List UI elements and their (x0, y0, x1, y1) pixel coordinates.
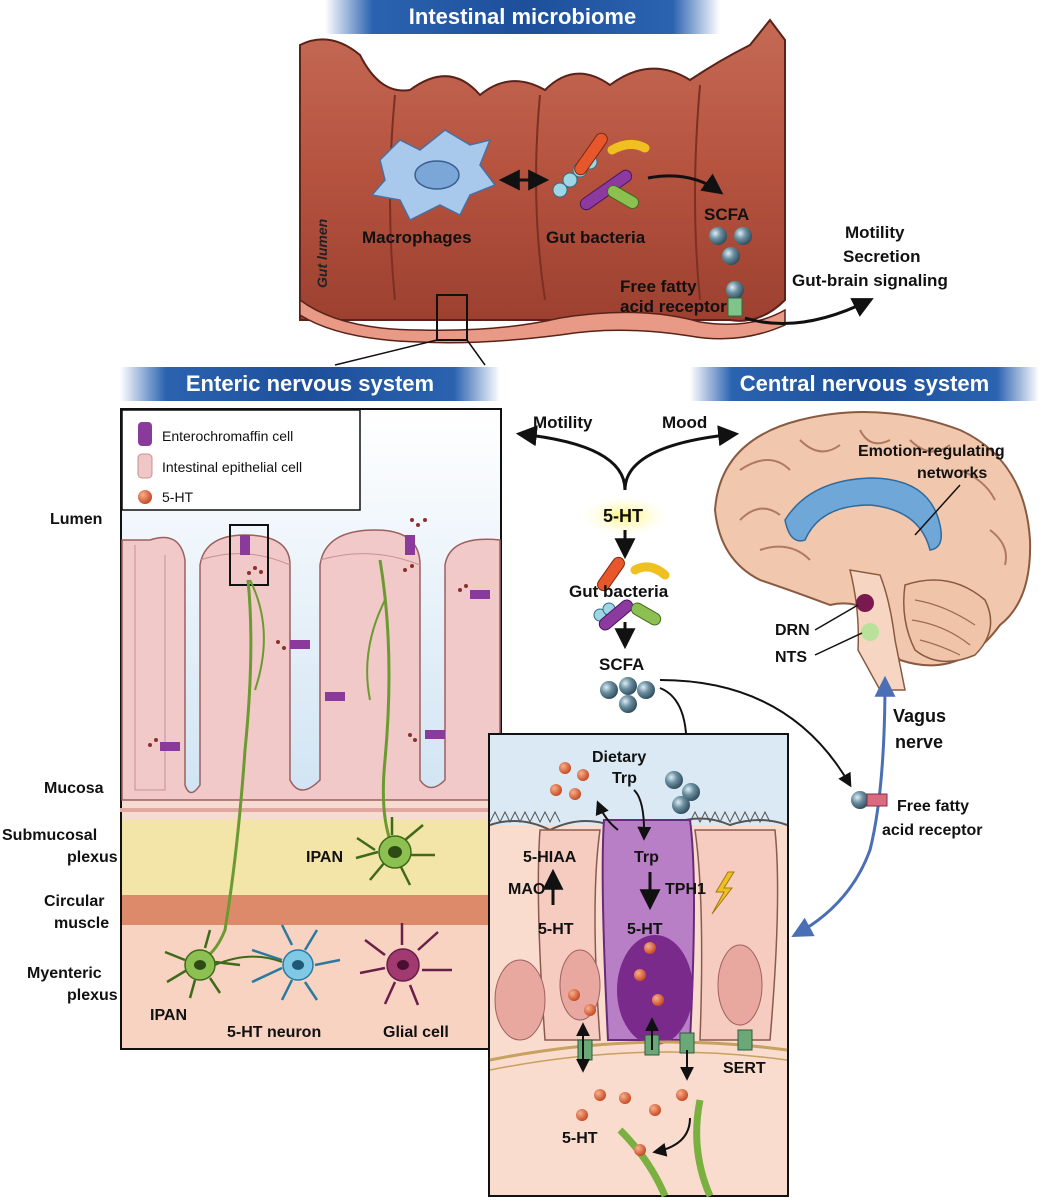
cns-receptor-label-line2: acid receptor (882, 822, 982, 839)
layer-submucosal-plexus: plexus (67, 849, 118, 866)
legend-5ht-label: 5-HT (162, 489, 194, 505)
top-scfa-molecules (709, 227, 752, 265)
ipan-upper-neuron-icon (355, 817, 435, 886)
split-arrow-right (623, 425, 740, 491)
effect-motility: Motility (845, 223, 905, 242)
nts-pointer (814, 632, 863, 656)
layer-circular: Circular (44, 893, 104, 910)
ipan-upper-label: IPAN (306, 849, 343, 866)
inset-5ht-bottom-label: 5-HT (562, 1130, 598, 1147)
inset-trp-label: Trp (634, 849, 659, 866)
center-motility-label: Motility (533, 413, 593, 432)
glial-cell-label: Glial cell (383, 1024, 449, 1041)
effect-gut-brain-signaling: Gut-brain signaling (792, 271, 948, 290)
effect-secretion: Secretion (843, 247, 920, 266)
cns-receptor-icon (851, 791, 888, 809)
legend-swatch-ec-cell (138, 422, 152, 446)
glial-cell-icon (359, 923, 452, 1006)
ipan-lower-label: IPAN (150, 1007, 187, 1024)
nts-label: NTS (775, 649, 807, 666)
layer-circular-muscle: muscle (54, 915, 109, 932)
inset-dietary-label-line1: Dietary (592, 749, 646, 766)
trp-entry-arrow (633, 789, 652, 841)
drn-pointer (814, 604, 859, 631)
legend-epithelial-label: Intestinal epithelial cell (162, 459, 302, 475)
legend-swatch-5ht (138, 490, 152, 504)
gut-bacteria-icon (552, 132, 650, 211)
top-receptor-icon (726, 281, 744, 317)
inset-5ht-center-label: 5-HT (627, 921, 663, 938)
tph1-lightning-icon (711, 871, 735, 915)
inset-mao-label: MAO (508, 881, 545, 898)
layer-lumen: Lumen (50, 511, 102, 528)
gut-bacteria-label: Gut bacteria (546, 228, 646, 247)
legend-ec-cell-label: Enterochromaffin cell (162, 428, 293, 444)
vagus-label-line2: nerve (895, 732, 943, 752)
legend-swatch-epithelial (137, 453, 153, 479)
emotion-networks-label-line1: Emotion-regulating (858, 443, 1005, 460)
layer-submucosal: Submucosal (2, 827, 97, 844)
split-arrow-left (515, 425, 627, 491)
inset-dietary-label-line2: Trp (612, 770, 637, 787)
banner-central-nervous-system: Central nervous system (690, 367, 1039, 401)
serotonin-neuron-icon (214, 924, 341, 1001)
top-receptor-label-line2: acid receptor (620, 297, 727, 316)
receptor-effects-arrow (744, 298, 874, 326)
layer-mucosa: Mucosa (44, 780, 104, 797)
emotion-networks-pointer (914, 484, 961, 536)
inset-5hiaa-label: 5-HIAA (523, 849, 577, 866)
serotonin-neuron-label: 5-HT neuron (227, 1024, 321, 1041)
inset-tph1-label: TPH1 (665, 881, 706, 898)
center-mood-label: Mood (662, 413, 707, 432)
legend: Enterochromaffin cell Intestinal epithel… (121, 409, 361, 511)
banner-intestinal-microbiome: Intestinal microbiome (325, 0, 720, 34)
inset-serotonin-dots (550, 762, 688, 1156)
inset-panel (488, 733, 789, 1198)
brain-illustration (713, 411, 1032, 691)
emotion-networks-label-line2: networks (917, 465, 987, 482)
banner-enteric-nervous-system: Enteric nervous system (120, 367, 500, 401)
layer-myenteric-plexus: plexus (67, 987, 118, 1004)
center-bacteria-icon (593, 556, 670, 631)
bacteria-scfa-arrow (647, 173, 724, 195)
macrophages-label: Macrophages (362, 228, 472, 247)
inset-5ht-left-label: 5-HT (538, 921, 574, 938)
serotonin-glow (577, 494, 673, 538)
center-scfa-molecules (600, 677, 655, 713)
center-scfa-label: SCFA (599, 655, 644, 674)
cns-receptor-label-line1: Free fatty (897, 798, 969, 815)
5ht-to-nerve-arrow (652, 1117, 691, 1157)
vagus-label-line1: Vagus (893, 706, 946, 726)
5hiaa-efflux-arrow (595, 800, 619, 831)
layer-myenteric: Myenteric (27, 965, 102, 982)
gut-lumen-label: Gut lumen (314, 219, 330, 288)
ipan-lower-neuron-icon (164, 929, 241, 999)
vagus-nerve-arrow (791, 675, 896, 938)
drn-label: DRN (775, 622, 810, 639)
center-gut-bacteria-label: Gut bacteria (569, 582, 669, 601)
top-receptor-label-line1: Free fatty (620, 277, 697, 296)
top-scfa-label: SCFA (704, 205, 749, 224)
macrophage-icon (370, 129, 497, 222)
inset-scfa-molecules (665, 771, 700, 814)
inset-sert-label: SERT (723, 1060, 766, 1077)
center-5ht-label: 5-HT (603, 506, 643, 526)
